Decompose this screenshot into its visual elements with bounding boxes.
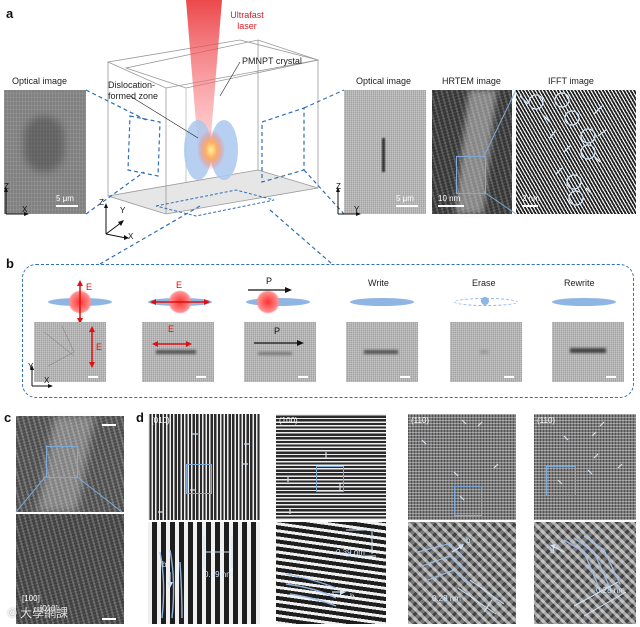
panel-c-roi-box — [46, 446, 78, 478]
scale-label: 10 nm — [438, 194, 461, 203]
laser-label: Ultrafast laser — [230, 10, 264, 31]
axis-z-label: Z — [4, 182, 9, 191]
d-col3-bottom: b 0.28 nm — [408, 522, 516, 624]
axis-x-label-b: X — [44, 376, 50, 385]
axis-y-label-right: Y — [354, 205, 360, 214]
ifft-title: IFFT image — [548, 76, 594, 86]
image-1-label: E — [96, 342, 103, 352]
ifft-image: 2 nm — [516, 90, 636, 214]
step-5-title: Erase — [472, 278, 496, 288]
d-col3-spacing: 0.28 nm — [432, 594, 461, 603]
hrtem-title: HRTEM image — [442, 76, 501, 86]
zone-axis-label-2: [010] — [40, 604, 58, 613]
panel-c-overview — [16, 416, 124, 512]
scale-label: 5 μm — [56, 194, 74, 203]
d-col2-burgers: b — [350, 592, 355, 601]
panel-label-d: d — [136, 410, 144, 425]
scale-label: 2 nm — [522, 194, 540, 203]
axis-x-label: X — [22, 205, 28, 214]
step-2-label: E — [176, 280, 183, 290]
hrtem-image: 10 nm — [432, 90, 512, 214]
scale-bar — [56, 205, 78, 207]
scale-bar — [522, 205, 538, 207]
d-col1-spacing: 0.39 nm — [204, 570, 233, 579]
watermark: © 大學網課 — [8, 606, 69, 620]
optical-dark-zone — [24, 116, 64, 172]
axis-y-label-b: Y — [28, 362, 34, 371]
step-6-icon: Rewrite — [544, 278, 624, 324]
axes-left-icon — [4, 187, 29, 216]
d-col2-spacing: 0.39 nm — [336, 548, 365, 557]
cube-axis-x: X — [128, 232, 134, 241]
connector-lines-left — [85, 89, 345, 265]
step-6-title: Rewrite — [564, 278, 595, 288]
step-1-icon: E — [40, 280, 120, 324]
panel-b-frame — [22, 264, 634, 398]
axes-cube-icon — [104, 203, 129, 240]
step-5-image — [450, 322, 522, 382]
step-1-label: E — [86, 282, 93, 292]
d-col3-burgers: b — [466, 536, 471, 545]
panel-c-zoom — [16, 514, 124, 624]
d-col1-orientation: (010) — [151, 416, 170, 425]
d-col2-bottom: b 0.39 nm — [276, 522, 386, 624]
d-col4-top: (110) — [534, 414, 636, 520]
optical-image-right-title: Optical image — [356, 76, 412, 86]
panel-label-b: b — [6, 256, 14, 271]
panel-label-a: a — [6, 6, 14, 21]
image-3-label: P — [274, 326, 281, 336]
d-col1-burgers: b — [162, 560, 167, 569]
step-3-label: P — [266, 276, 273, 286]
step-4-image — [346, 322, 418, 382]
optical-image-left: 5 μm — [4, 90, 86, 214]
step-2-image: E — [142, 322, 214, 382]
d-col4-orientation: (110) — [537, 416, 556, 425]
step-5-icon: Erase — [446, 278, 526, 324]
d-col3-top: (110) — [408, 414, 516, 520]
step-4-title: Write — [368, 278, 389, 288]
scale-label: 5 μm — [396, 194, 414, 203]
step-1-image: E — [34, 322, 106, 382]
step-3-image: P — [244, 322, 316, 382]
axes-b-icon — [30, 365, 53, 388]
scale-bar — [438, 205, 464, 207]
d-col4-bottom: b 0.28 nm — [534, 522, 636, 624]
optical-image-right: 5 μm — [344, 90, 426, 214]
panel-label-c: c — [4, 410, 12, 425]
crystal-cube-diagram — [106, 0, 320, 217]
crystal-label: PMNPT crystal — [242, 56, 302, 66]
step-6-image — [552, 322, 624, 382]
hrtem-zoom-lines — [483, 89, 517, 215]
d-col4-spacing: 0.28 nm — [596, 586, 625, 595]
d-col4-burgers: b — [550, 546, 555, 555]
optical-image-left-title: Optical image — [12, 76, 68, 86]
d-col1-top: (010) — [148, 414, 260, 520]
d-col2-orientation: (100) — [279, 416, 298, 425]
zone-axis-label: [100] — [22, 594, 40, 603]
hrtem-roi-box — [456, 156, 486, 194]
step-4-icon: Write — [342, 278, 422, 324]
optical-streak — [382, 138, 385, 172]
axes-right-icon — [336, 187, 361, 216]
d-col2-top: (100) — [276, 414, 386, 520]
d-col3-orientation: (110) — [411, 416, 430, 425]
scale-bar — [396, 205, 418, 207]
cube-axis-z: Z — [99, 198, 104, 207]
cube-axis-y: Y — [120, 206, 126, 215]
step-2-icon: E — [140, 280, 220, 324]
axis-z-label-right: Z — [336, 182, 341, 191]
image-2-label: E — [168, 324, 175, 334]
step-3-icon: P — [238, 276, 318, 324]
d-col1-bottom: b 0.39 nm — [148, 522, 260, 624]
panel-c-zoom-lines — [15, 475, 123, 513]
dislocation-markers — [519, 92, 607, 206]
zone-label: Dislocation-formed zone — [108, 80, 159, 101]
